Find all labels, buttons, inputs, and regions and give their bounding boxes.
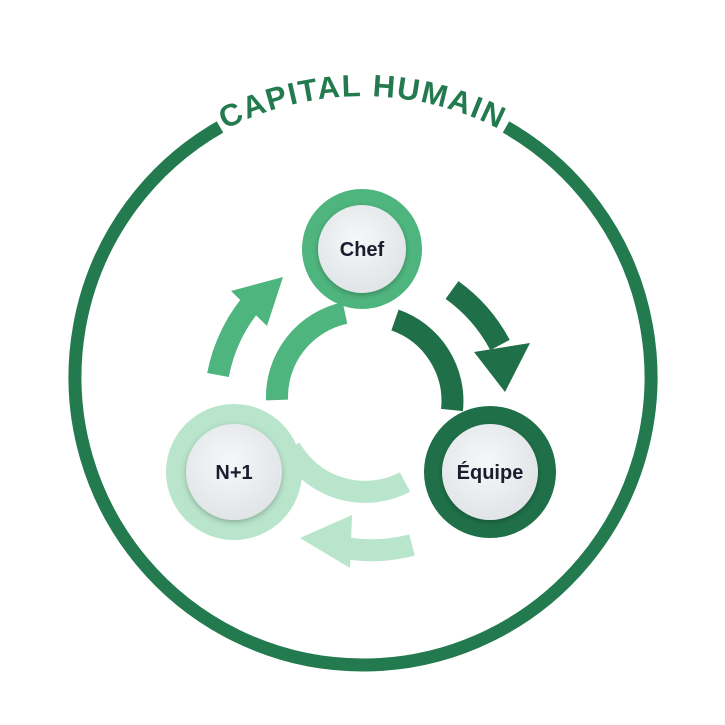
node-chef-label: Chef xyxy=(340,239,385,261)
equipe-to-n1-arrow xyxy=(300,515,415,568)
node-n-plus-1-label: N+1 xyxy=(215,462,252,484)
n1-to-chef-arrow xyxy=(207,277,283,378)
node-equipe: Équipe xyxy=(424,406,556,538)
outer-ring xyxy=(68,121,658,672)
chef-to-equipe-arrow xyxy=(445,281,530,392)
node-equipe-label: Équipe xyxy=(457,461,524,484)
node-n-plus-1: N+1 xyxy=(166,404,302,540)
node-chef: Chef xyxy=(302,189,422,309)
diagram-title: CAPITAL HUMAIN xyxy=(213,68,512,136)
